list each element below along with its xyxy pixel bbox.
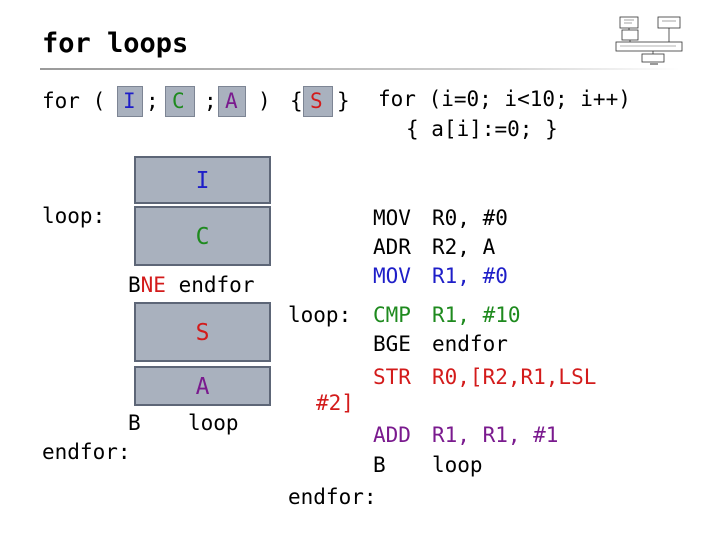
cond-box-small — [165, 86, 195, 117]
step-block: A — [134, 366, 271, 406]
cond-block-label: C — [195, 224, 210, 250]
asm-continuation: #2] — [316, 391, 354, 415]
syntax-init: I — [123, 89, 136, 113]
init-block-label: I — [195, 168, 210, 194]
asm-op-1: MOV — [373, 206, 411, 230]
example-line-2: { a[i]:=0; } — [406, 117, 558, 141]
syntax-sep2: ; — [204, 89, 217, 113]
cond-block: C — [134, 206, 271, 266]
syntax-prefix: for ( — [42, 89, 106, 113]
asm-op-2: ADR — [373, 235, 411, 259]
step-block-label: A — [195, 374, 210, 400]
bne-prefix: B — [128, 273, 141, 297]
loop-label: loop: — [42, 204, 106, 228]
bne-gap — [166, 273, 179, 297]
step-box-small — [218, 86, 246, 117]
syntax-sep1: ; — [146, 89, 159, 113]
asm-endfor-label: endfor: — [288, 485, 377, 509]
asm-add-args: R1, R1, #1 — [432, 423, 559, 447]
asm-arg-2: R2, A — [432, 235, 496, 259]
body-block: S — [134, 302, 271, 362]
asm-op-5: BGE — [373, 332, 411, 356]
title-underline — [40, 68, 680, 70]
syntax-body: S — [310, 89, 323, 113]
asm-op-3: MOV — [373, 264, 411, 288]
asm-arg-6: R0,[R2,R1,LSL — [432, 365, 597, 389]
syntax-step: A — [225, 89, 238, 113]
syntax-cond: C — [172, 89, 185, 113]
asm-arg-3: R1, #0 — [432, 264, 508, 288]
bne-instruction: BNE endfor — [128, 271, 254, 300]
asm-loop-label: loop: — [288, 303, 352, 327]
syntax-close-brace: } — [337, 89, 350, 113]
b-target: loop — [188, 411, 239, 435]
asm-b-args: loop — [432, 453, 483, 477]
asm-b-op: B — [373, 453, 386, 477]
slide-title: for loops — [42, 28, 189, 59]
syntax-open-brace: { — [290, 89, 303, 113]
asm-op-6: STR — [373, 365, 411, 389]
init-box-small — [117, 86, 143, 117]
diagram-thumbnail-icon — [615, 16, 683, 65]
asm-arg-1: R0, #0 — [432, 206, 508, 230]
b-instruction: B — [128, 411, 141, 435]
asm-arg-5: endfor — [432, 332, 508, 356]
endfor-label: endfor: — [42, 440, 131, 464]
body-block-label: S — [195, 320, 210, 346]
asm-arg-4: R1, #10 — [432, 303, 521, 327]
syntax-close: ) — [258, 89, 271, 113]
asm-add-op: ADD — [373, 423, 411, 447]
body-box-small — [303, 86, 333, 117]
example-line-1: for (i=0; i<10; i++) — [378, 87, 631, 111]
bne-suffix: NE — [140, 273, 166, 297]
init-block: I — [134, 156, 271, 204]
asm-op-4: CMP — [373, 303, 411, 327]
bne-target: endfor — [178, 273, 255, 297]
